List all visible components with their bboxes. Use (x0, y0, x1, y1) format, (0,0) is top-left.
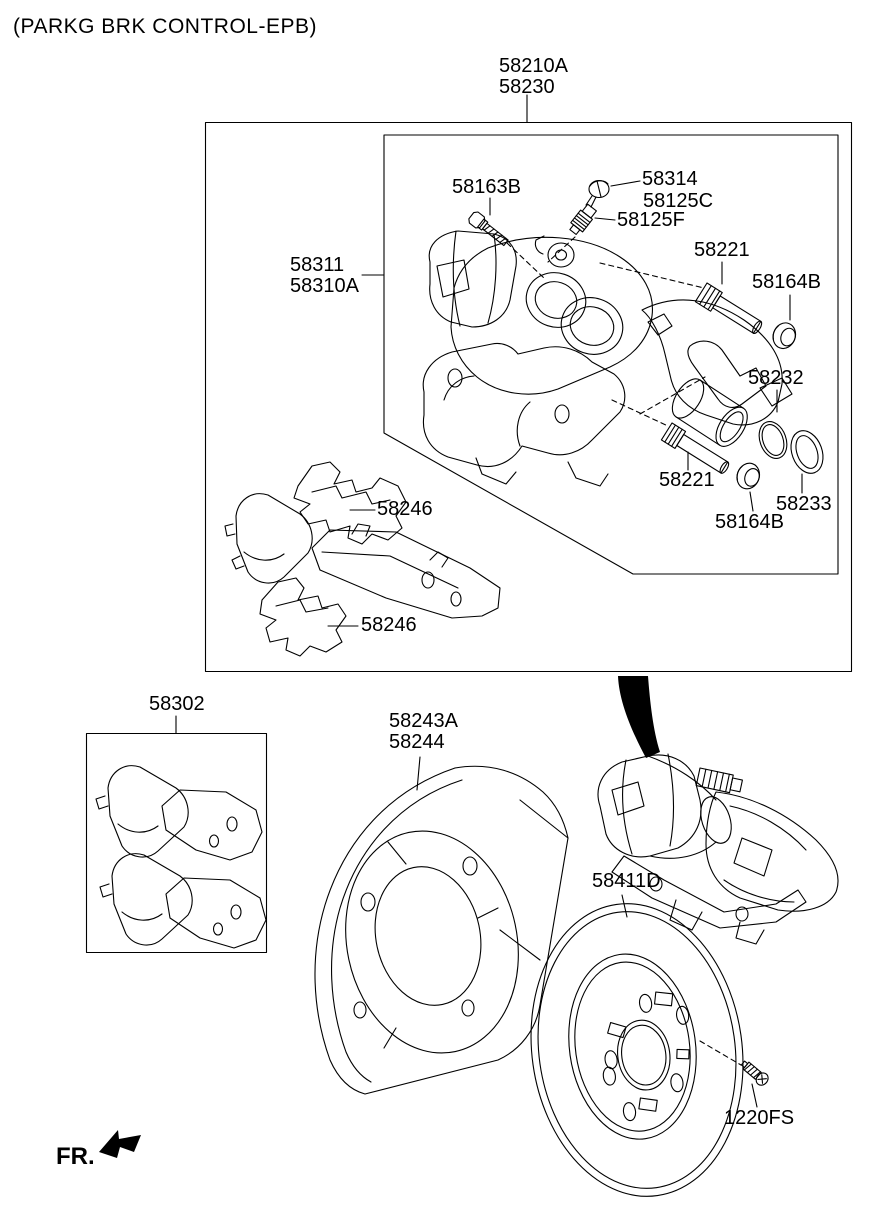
disc-screw-icon (740, 1060, 769, 1086)
part-label-brake-disc: 58411D (592, 870, 661, 892)
part-number: 58230 (499, 76, 555, 98)
pin-boot-upper-icon (772, 322, 797, 350)
leader-lines (175, 94, 803, 1108)
piston-icon (671, 378, 748, 447)
part-label-assembly: 58210A 58230 (499, 56, 568, 98)
part-number: 58310A (290, 275, 359, 297)
pointer-swoosh-arrow (618, 676, 660, 758)
part-label-pad-kit: 58302 (149, 693, 205, 715)
piston-oring-icon (758, 421, 788, 459)
pad-and-spring-drawing (224, 461, 501, 657)
bleeder-cap-icon (585, 179, 610, 208)
part-label-splash-shield: 58243A 58244 (389, 711, 458, 753)
guide-pin-upper-icon (694, 282, 763, 334)
assembled-caliper-drawing (597, 753, 839, 945)
part-label-bleeder-kit: 58125C (643, 190, 714, 212)
part-label-pin-boot-lower: 58164B (715, 511, 784, 533)
caliper-kit-box (383, 134, 839, 575)
dashed-assembly-lines (506, 236, 742, 1066)
part-label-piston-oring: 58232 (748, 367, 804, 389)
part-label-pin-boot-upper: 58164B (752, 271, 821, 293)
part-label-caliper-body: 58311 58310A (290, 255, 359, 297)
guide-pin-lower-icon (660, 422, 730, 474)
part-number: 58210A (499, 55, 568, 77)
pin-boot-lower-icon (736, 462, 761, 490)
part-label-pad-spring-upper: 58246 (377, 498, 433, 520)
part-label-bleeder-cap: 58314 (642, 168, 698, 190)
part-label-pad-spring-lower: 58246 (361, 614, 417, 636)
part-label-piston-seal: 58233 (776, 493, 832, 515)
assembly-group-box (204, 121, 853, 673)
piston-seal-icon (790, 430, 824, 474)
pad-kit-box (85, 732, 268, 954)
part-label-disc-screw: 1220FS (724, 1107, 795, 1129)
fr-direction-arrow-icon (99, 1130, 141, 1158)
pad-kit-drawing (95, 765, 267, 949)
part-label-bleeder-screw: 58125F (617, 209, 685, 231)
guide-bolt-icon (468, 211, 509, 247)
part-number: 58311 (290, 254, 345, 276)
bleeder-screw-icon (569, 203, 597, 236)
caliper-body-drawing (422, 230, 793, 487)
brake-disc-drawing (530, 903, 744, 1197)
splash-shield-drawing (314, 765, 569, 1095)
fr-direction-label: FR. (56, 1143, 95, 1170)
part-label-guide-bolt: 58163B (452, 176, 521, 198)
part-label-guide-pin-lower: 58221 (659, 469, 715, 491)
part-number: 58243A (389, 710, 458, 732)
page-title: (PARKG BRK CONTROL-EPB) (13, 15, 317, 38)
part-number: 58244 (389, 731, 445, 753)
part-label-guide-pin-upper: 58221 (694, 239, 750, 261)
